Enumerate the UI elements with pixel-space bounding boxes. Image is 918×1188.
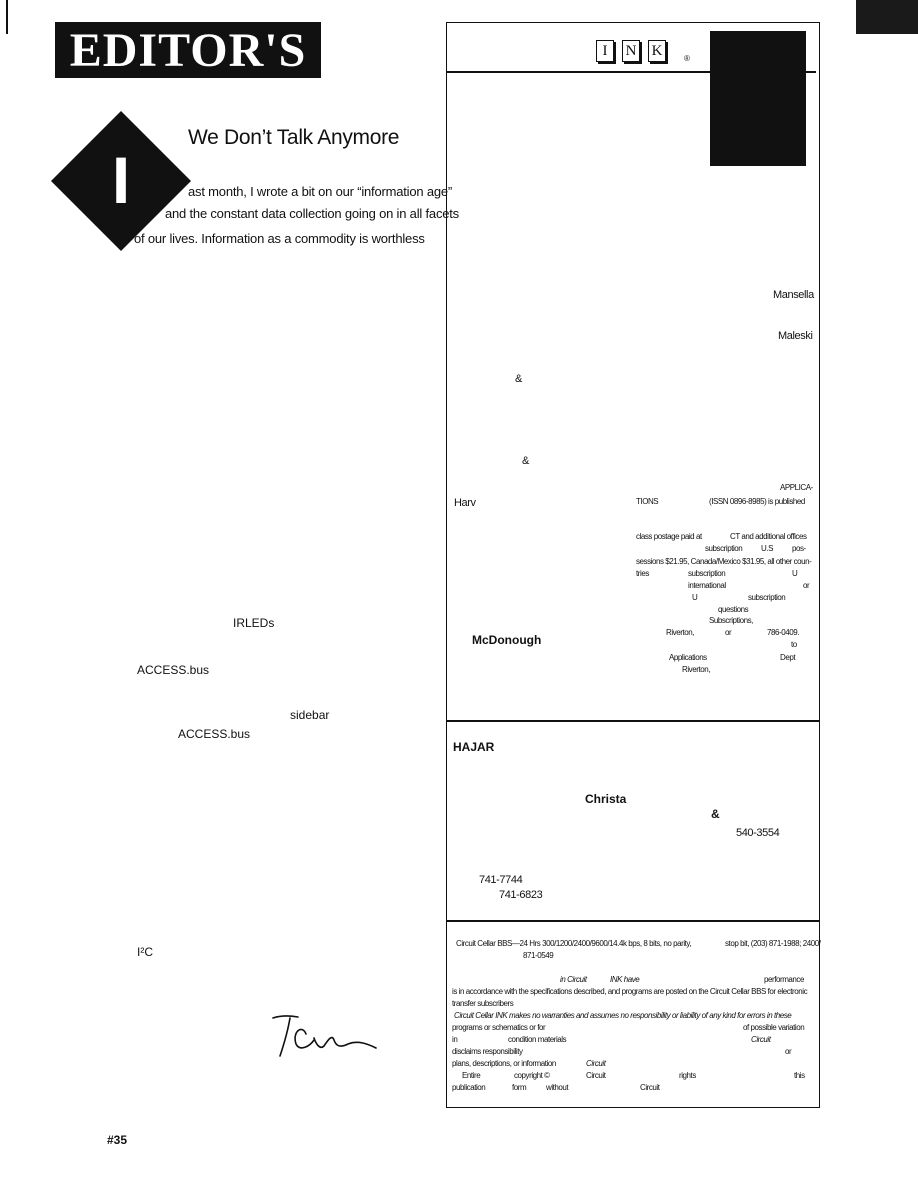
disclaimer-circuit-3: Circuit [586, 1059, 606, 1068]
article-fragment-accessbus-2: ACCESS.bus [178, 727, 251, 741]
disclaimer-publication: publication [452, 1083, 486, 1092]
disclaimer-ink-have: INK have [610, 975, 640, 984]
masthead-hajar: HAJAR [453, 740, 495, 754]
disclaimer-copyright: copyright © [514, 1071, 550, 1080]
disclaimer-form: form [512, 1083, 527, 1092]
masthead-phone-741b: 741-6823 [499, 889, 543, 901]
masthead-applications: Applications [669, 653, 707, 662]
masthead-to: to [791, 640, 797, 649]
registered-mark: ® [684, 54, 690, 63]
drop-cap-diamond: I [51, 111, 191, 251]
disclaimer-performance: performance [764, 975, 804, 984]
bbs-line-1: Circuit Cellar BBS—24 Hrs 300/1200/2400/… [456, 939, 692, 948]
masthead-or-2: or [725, 628, 732, 637]
disclaimer-entire: Entire [462, 1071, 481, 1080]
article-title: We Don’t Talk Anymore [188, 126, 400, 149]
article-line-3: of our lives. Information as a commodity… [134, 231, 425, 246]
disclaimer-circuit-5: Circuit [640, 1083, 660, 1092]
ink-logo-letter-i: I [596, 40, 614, 62]
masthead-u-2: U [692, 593, 698, 602]
disclaimer-line-c: transfer subscribers [452, 999, 514, 1008]
disclaimer-circuit-4: Circuit [586, 1071, 606, 1080]
disclaimer-circuit-2: Circuit [751, 1035, 771, 1044]
disclaimer-plans: plans, descriptions, or information [452, 1059, 556, 1068]
masthead-riverton-2: Riverton, [682, 665, 710, 674]
masthead-subscriptions: Subscriptions, [709, 616, 753, 625]
masthead-ampersand-1: & [515, 373, 522, 385]
corner-scan-mark [856, 0, 918, 34]
masthead-black-block [710, 31, 806, 166]
masthead-u-1: U [792, 569, 798, 578]
disclaimer-line-b: is in accordance with the specifications… [452, 987, 808, 996]
masthead-or-1: or [803, 581, 810, 590]
disclaimer-line-d: Circuit Cellar INK makes no warranties a… [454, 1011, 792, 1020]
masthead-mid-rule [446, 720, 820, 722]
masthead-tions: TIONS [636, 497, 659, 506]
masthead-christa: Christa [585, 792, 627, 806]
masthead-phone-786: 786-0409. [767, 628, 799, 637]
disclaimer-in: in [452, 1035, 458, 1044]
ink-logo-letter-n: N [622, 40, 640, 62]
article-fragment-accessbus-1: ACCESS.bus [137, 663, 210, 677]
article-fragment-irleds: IRLEDs [233, 616, 275, 630]
article-fragment-sidebar: sidebar [290, 708, 330, 722]
disclaimer-line-e: programs or schematics or for [452, 1023, 546, 1032]
masthead-subscription-2: subscription [688, 569, 726, 578]
masthead-harv: Harv [454, 497, 476, 509]
masthead-questions: questions [718, 605, 749, 614]
article-line-2: and the constant data collection going o… [165, 206, 459, 221]
disclaimer-rights: rights [679, 1071, 696, 1080]
article-fragment-i2c: I²C [137, 945, 153, 959]
ink-logo-letter-k: K [648, 40, 666, 62]
masthead-maleski: Maleski [778, 330, 813, 342]
disclaimer-disclaims: disclaims responsibility [452, 1047, 523, 1056]
disclaimer-circuit: in Circuit [560, 975, 587, 984]
masthead-applica: APPLICA- [780, 483, 813, 492]
masthead-phone-540: 540-3554 [736, 827, 780, 839]
masthead-dept: Dept [780, 653, 796, 662]
disclaimer-line-e2: of possible variation [743, 1023, 805, 1032]
disclaimer-or: or [785, 1047, 792, 1056]
page-edge-mark [6, 0, 8, 34]
masthead-pos: pos- [792, 544, 806, 553]
masthead-subscription-3: subscription [748, 593, 786, 602]
masthead-mcdonough: McDonough [472, 633, 542, 647]
disclaimer-this: this [794, 1071, 805, 1080]
disclaimer-without: without [546, 1083, 569, 1092]
editor-signature [272, 1015, 377, 1057]
masthead-mansella: Mansella [773, 289, 814, 301]
editors-banner: EDITOR'S [55, 22, 321, 78]
masthead-bottom-rule [446, 920, 820, 922]
drop-cap-letter: I [112, 143, 130, 217]
masthead-ampersand-3: & [711, 807, 720, 821]
page-number: #35 [107, 1133, 128, 1147]
masthead-panel [446, 22, 820, 1108]
masthead-riverton-1: Riverton, [666, 628, 694, 637]
masthead-top-rule [446, 71, 816, 73]
article-line-1: ast month, I wrote a bit on our “informa… [188, 184, 453, 199]
masthead-ct-offices: CT and additional offices [730, 532, 807, 541]
bbs-stop-bit: stop bit, (203) 871-1988; 2400/ [725, 939, 821, 948]
masthead-tries: tries [636, 569, 649, 578]
masthead-issn: (ISSN 0896-8985) is published [709, 497, 805, 506]
masthead-us: U.S [761, 544, 773, 553]
masthead-subscription-1: subscription [705, 544, 743, 553]
masthead-ampersand-2: & [522, 455, 529, 467]
masthead-sessions: sessions $21.95, Canada/Mexico $31.95, a… [636, 557, 812, 566]
masthead-international: international [688, 581, 726, 590]
masthead-class-postage: class postage paid at [636, 532, 702, 541]
bbs-line-2: 871-0549 [523, 951, 554, 960]
masthead-phone-741a: 741-7744 [479, 874, 523, 886]
disclaimer-condition: condition materials [508, 1035, 567, 1044]
